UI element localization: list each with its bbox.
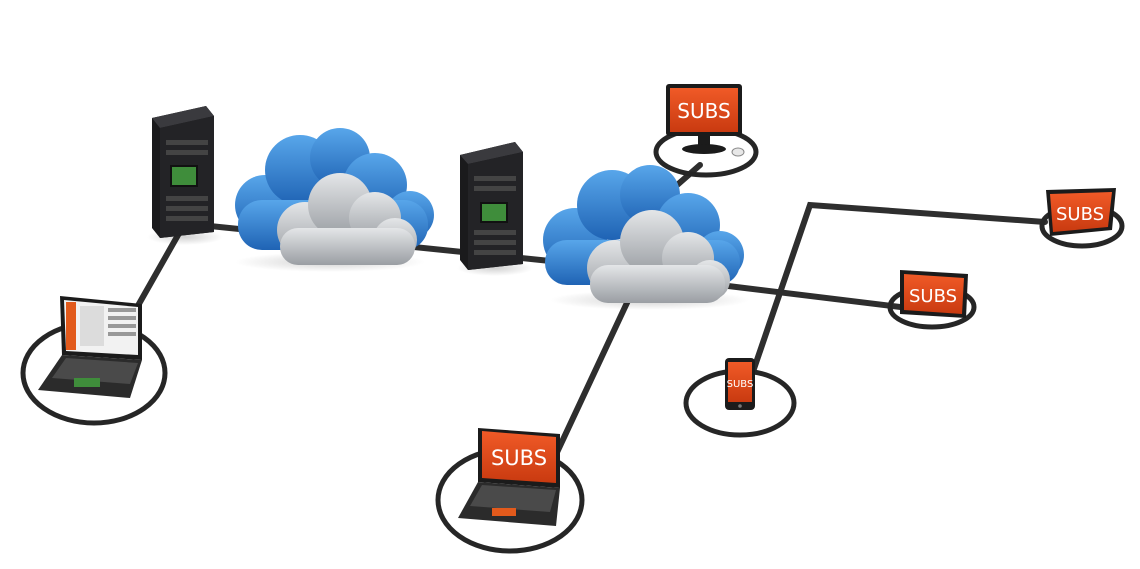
tablet-icon: SUBS bbox=[900, 270, 968, 318]
device-label: SUBS bbox=[909, 286, 957, 307]
server-icon bbox=[147, 106, 223, 245]
device-label: SUBS bbox=[727, 379, 754, 390]
phone-icon: SUBS bbox=[725, 358, 755, 410]
server-icon bbox=[457, 142, 533, 276]
cable-phone-branch bbox=[742, 201, 1048, 398]
device-label: SUBS bbox=[1056, 204, 1104, 225]
laptop-icon: SUBS bbox=[458, 428, 560, 526]
device-label: SUBS bbox=[677, 99, 730, 123]
cloud-icon bbox=[543, 165, 750, 310]
device-label: SUBS bbox=[491, 446, 547, 470]
laptop-icon: SUBS bbox=[1046, 188, 1116, 236]
monitor-icon: SUBS bbox=[666, 84, 745, 157]
cloud-icon bbox=[235, 128, 434, 272]
laptop-icon bbox=[38, 296, 142, 398]
